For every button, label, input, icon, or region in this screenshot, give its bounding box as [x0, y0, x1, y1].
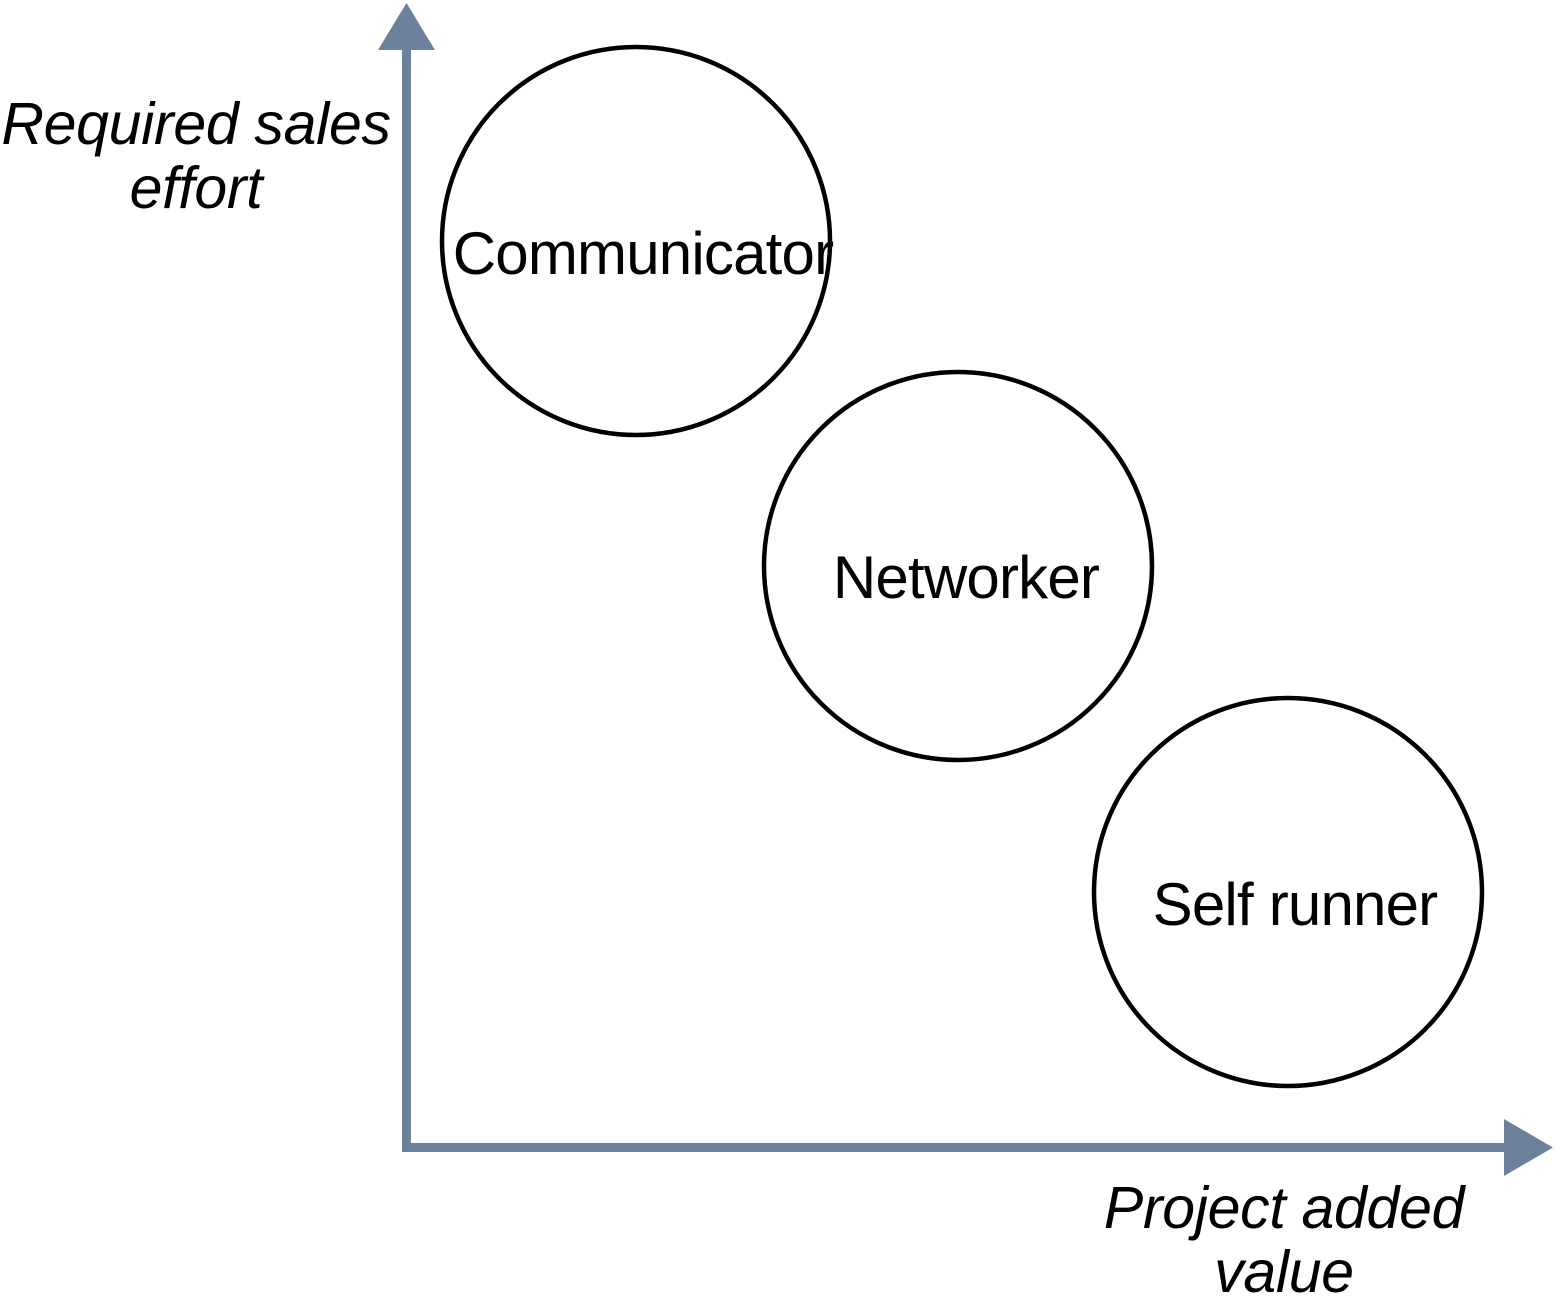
bubble-circle-networker[interactable]	[761, 369, 1155, 763]
bubble-label-self-runner: Self runner	[1152, 871, 1439, 938]
bubble-label-communicator: Communicator	[452, 220, 834, 287]
arrow-right-icon	[1504, 1119, 1553, 1176]
bubble-circle-communicator[interactable]	[439, 44, 833, 438]
bubble-circle-self-runner[interactable]	[1091, 695, 1485, 1089]
x-axis-label: Project added value	[1103, 1175, 1465, 1302]
arrow-up-icon	[378, 3, 435, 50]
bubble-label-networker: Networker	[832, 544, 1100, 611]
y-axis-label: Required sales effort	[1, 91, 391, 221]
x-axis-line	[402, 1143, 1507, 1152]
y-axis-line	[402, 48, 411, 1152]
